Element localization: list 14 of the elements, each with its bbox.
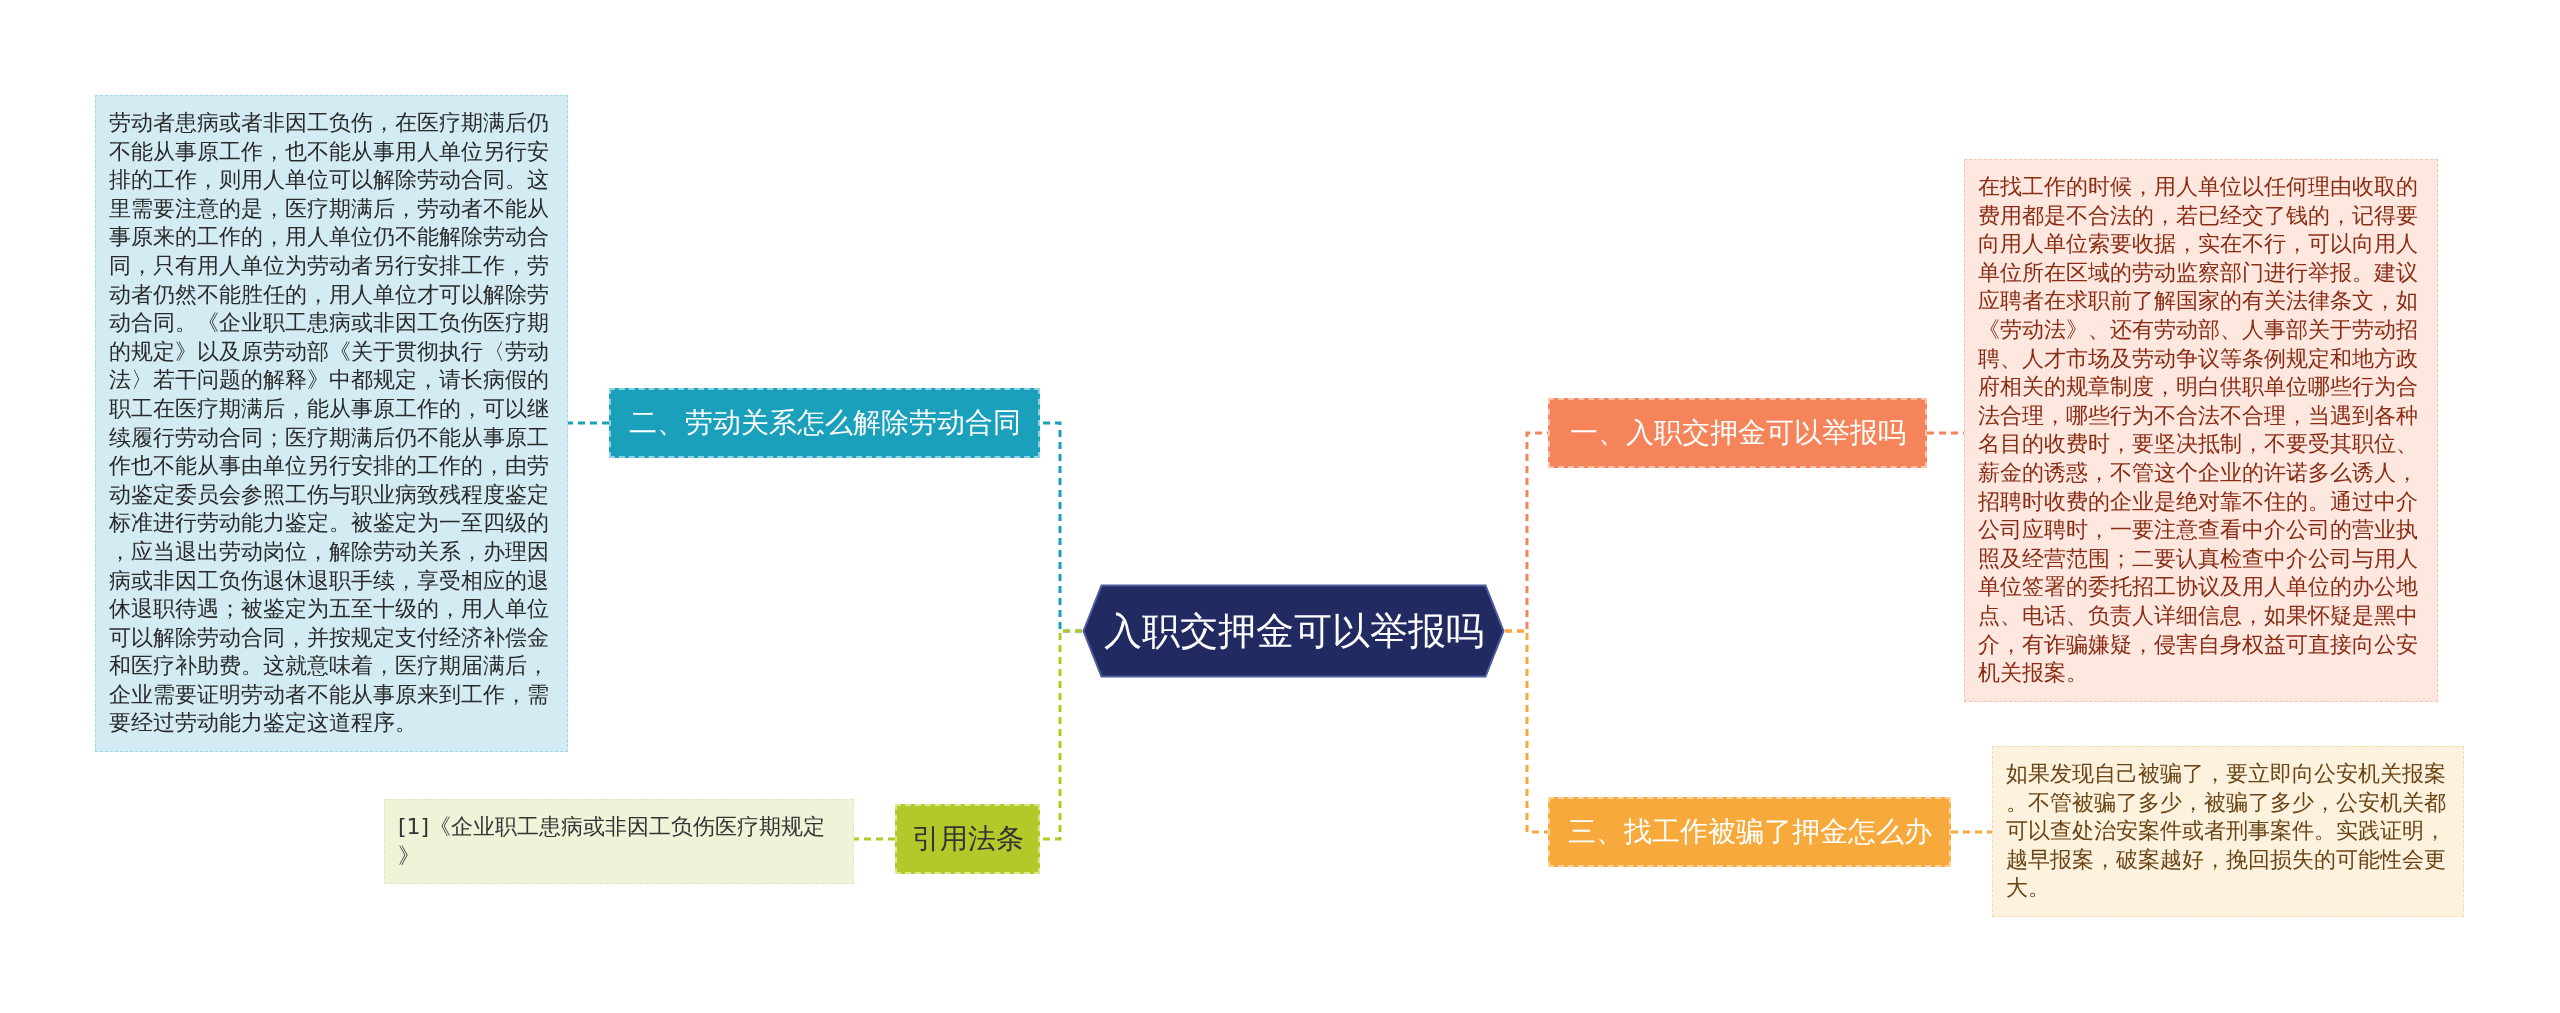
- central-topic: 入职交押金可以举报吗: [1082, 584, 1505, 678]
- note-card: 在找工作的时候，用人单位以任何理由收取的费用都是不合法的，若已经交了钱的，记得要向用人单位索要收据，实在不行，可以向用人单位所在区域的劳动监察部门进行举报。建议应聘者在求职前了解国家的有关法律条文，如《劳动法》、还有劳动部、人事部关于劳动招聘、人才市场及劳动争议等条例规定和地方政府相关的规章制度，明白供职单位哪些行为合法合理，哪些行为不合法不合理，当遇到各种名目的收费时，要坚决抵制，不要受其职位、薪金的诱惑，不管这个企业的许诺多么诱人，招聘时收费的企业是绝对靠不住的。通过中介公司应聘时，一要注意查看中介公司的营业执照及经营范围；二要认真检查中介公司与用人单位签署的委托招工协议及用人单位的办公地点、电话、负责人详细信息，如果怀疑是黑中介，有诈骗嫌疑，侵害自身权益可直接向公安机关报案。: [1964, 159, 2438, 702]
- branch-topic: 二、劳动关系怎么解除劳动合同: [609, 388, 1040, 458]
- connector: [1505, 629, 1548, 834]
- note-card: [1]《企业职工患病或非因工负伤医疗期规定》: [384, 799, 854, 885]
- note-card: 劳动者患病或者非因工负伤，在医疗期满后仍不能从事原工作，也不能从事用人单位另行安排的工作，则用人单位可以解除劳动合同。这里需要注意的是，医疗期满后，劳动者不能从事原来的工作的，用人单位仍不能解除劳动合同，只有用人单位为劳动者另行安排工作，劳动者仍然不能胜任的，用人单位才可以解除劳动合同。《企业职工患病或非因工负伤医疗期的规定》以及原劳动部《关于贯彻执行〈劳动法〉若干问题的解释》中都规定，请长病假的职工在医疗期满后，能从事原工作的，可以继续履行劳动合同；医疗期满后仍不能从事原工作也不能从事由单位另行安排的工作的，由劳动鉴定委员会参照工伤与职业病致残程度鉴定标准进行劳动能力鉴定。被鉴定为一至四级的，应当退出劳动岗位，解除劳动关系，办理因病或非因工负伤退休退职手续，享受相应的退休退职待遇；被鉴定为五至十级的，用人单位可以解除劳动合同，并按规定支付经济补偿金和医疗补助费。这就意味着，医疗期届满后，企业需要证明劳动者不能从事原来到工作，需要经过劳动能力鉴定这道程序。: [95, 95, 568, 753]
- note-card: 如果发现自己被骗了，要立即向公安机关报案。不管被骗了多少，被骗了多少，公安机关都可以查处治安案件或者刑事案件。实践证明，越早报案，破案越好，挽回损失的可能性会更大。: [1992, 746, 2464, 917]
- connector: [854, 837, 895, 841]
- branch-topic: 引用法条: [895, 804, 1040, 874]
- connector: [568, 421, 609, 425]
- branch-topic: 三、找工作被骗了押金怎么办: [1548, 797, 1951, 867]
- connector: [1951, 830, 1992, 834]
- branch-topic: 一、入职交押金可以举报吗: [1548, 398, 1927, 468]
- connector: [1040, 629, 1082, 841]
